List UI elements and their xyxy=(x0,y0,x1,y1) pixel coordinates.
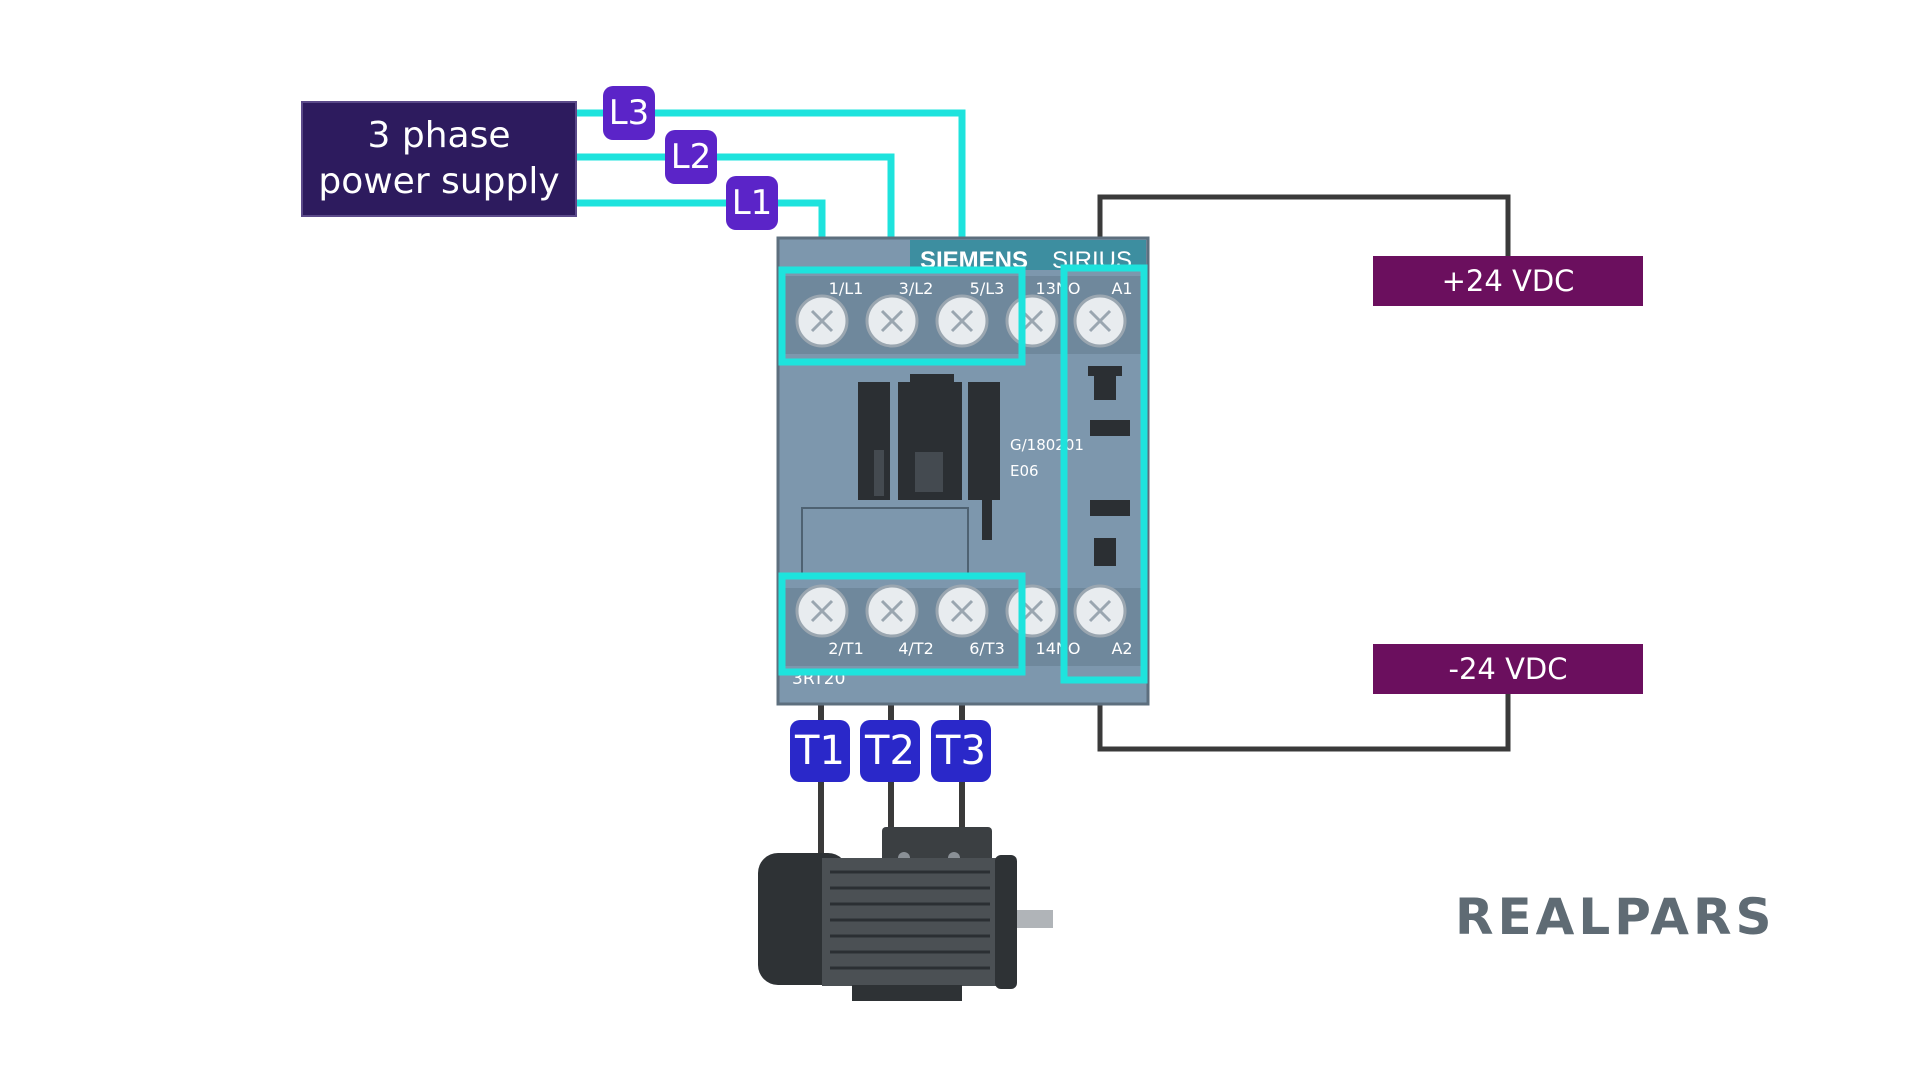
tag-l2: L2 xyxy=(665,130,717,184)
motor-foot xyxy=(852,985,962,1001)
label-3l2: 3/L2 xyxy=(899,279,934,298)
highlight-main-inputs xyxy=(778,266,1026,366)
negative-vdc-label: -24 VDC xyxy=(1373,644,1643,694)
tag-l3: L3 xyxy=(603,86,655,140)
highlight-main-outputs xyxy=(778,572,1026,676)
tag-l1: L1 xyxy=(726,176,778,230)
label-13no: 13NO xyxy=(1036,279,1081,298)
wire-l1 xyxy=(577,199,826,238)
power-supply-line2: power supply xyxy=(318,161,560,202)
label-1l1: 1/L1 xyxy=(829,279,864,298)
code-line-2: E06 xyxy=(1010,462,1039,480)
dc-wires xyxy=(1097,194,1511,752)
highlight-coil xyxy=(1060,264,1148,684)
positive-vdc-label: +24 VDC xyxy=(1373,256,1643,306)
tag-t1: T1 xyxy=(790,720,850,782)
top-screw-slots xyxy=(810,309,1112,333)
label-14no: 14NO xyxy=(1036,639,1081,658)
power-supply-line1: 3 phase xyxy=(367,115,511,156)
armature xyxy=(801,374,1000,575)
label-5l3: 5/L3 xyxy=(970,279,1005,298)
label-4t2: 4/T2 xyxy=(898,639,934,658)
highlights xyxy=(778,264,1148,684)
wire-negative xyxy=(1097,694,1511,752)
power-supply-box: 3 phase power supply xyxy=(301,101,577,217)
label-a1: A1 xyxy=(1111,279,1132,298)
wire-l3 xyxy=(577,109,966,238)
contactor: SIEMENS SIRIUS xyxy=(776,236,1150,706)
label-2t1: 2/T1 xyxy=(828,639,864,658)
code-line-1: G/180201 xyxy=(1010,436,1084,454)
label-6t3: 6/T3 xyxy=(969,639,1005,658)
tag-t2: T2 xyxy=(860,720,920,782)
motor-shaft xyxy=(1017,910,1053,928)
realpars-logo: REALPARS xyxy=(1455,888,1776,946)
motor-flange xyxy=(995,855,1017,989)
tag-t3: T3 xyxy=(931,720,991,782)
motor-body xyxy=(822,858,1002,986)
aux-contacts xyxy=(1088,366,1130,566)
label-a2: A2 xyxy=(1111,639,1132,658)
bottom-screw-slots xyxy=(810,599,1112,623)
wire-positive xyxy=(1097,194,1511,256)
motor xyxy=(758,827,1053,1001)
